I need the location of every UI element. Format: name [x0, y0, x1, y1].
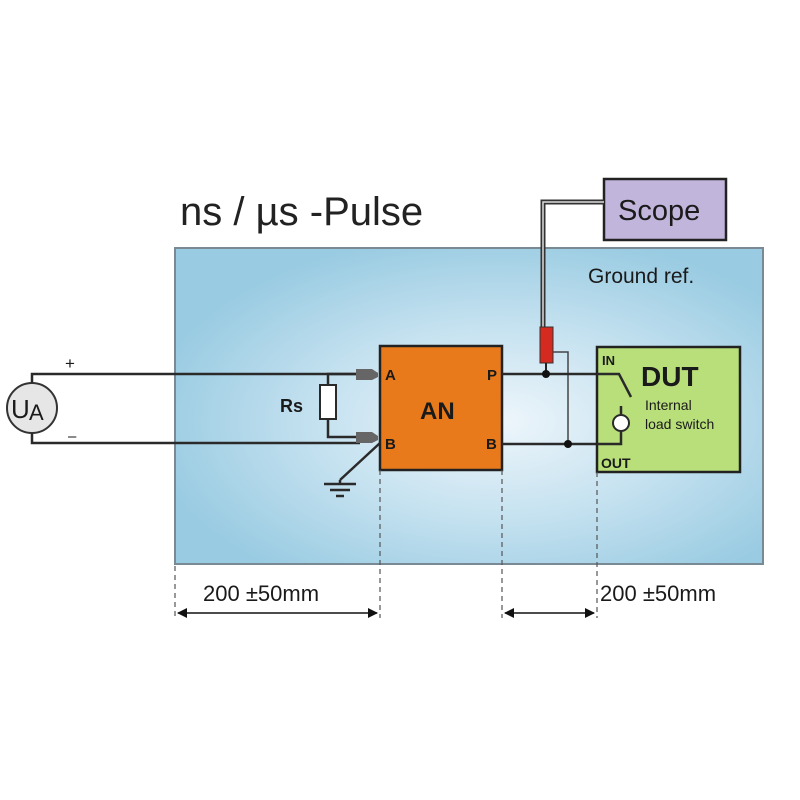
source-label-u: U	[11, 394, 30, 424]
dut-out-label: OUT	[601, 455, 631, 471]
scope-cable	[540, 199, 604, 330]
source-label-a: A	[29, 400, 44, 425]
dut-in-label: IN	[602, 353, 615, 368]
dut-box	[595, 345, 742, 474]
resistor-rs	[319, 384, 337, 420]
voltage-source: U A	[6, 382, 58, 434]
an-pin-p: P	[487, 367, 497, 384]
scope-probe	[539, 326, 554, 364]
switch-label-line1: Internal	[645, 397, 692, 413]
dut-label: DUT	[641, 361, 699, 392]
load-switch-icon	[612, 414, 630, 432]
rs-label: Rs	[280, 396, 303, 416]
scope-label: Scope	[618, 195, 700, 227]
minus-sign: –	[68, 428, 77, 445]
plus-sign: +	[65, 354, 75, 373]
dimension-label-left: 200 ±50mm	[203, 581, 319, 606]
ground-ref-label: Ground ref.	[588, 265, 694, 288]
dimension-label-right: 200 ±50mm	[600, 581, 716, 606]
supply-wires	[30, 372, 360, 445]
dimension-extension-lines	[174, 470, 598, 618]
an-pin-b-right: B	[486, 436, 497, 453]
junction-dot-p	[542, 370, 550, 378]
an-label: AN	[420, 398, 455, 425]
connector-b	[356, 432, 378, 443]
an-box	[378, 344, 504, 472]
an-pin-b-left: B	[385, 436, 396, 453]
junction-dot-b	[564, 440, 572, 448]
switch-label-line2: load switch	[645, 416, 714, 432]
connector-a	[356, 369, 378, 380]
scope-box	[602, 177, 728, 242]
diagram-title: ns / µs -Pulse	[180, 190, 423, 234]
probe-ground-lead	[553, 351, 569, 443]
an-pin-a: A	[385, 367, 396, 384]
earth-ground-icon	[324, 442, 381, 498]
